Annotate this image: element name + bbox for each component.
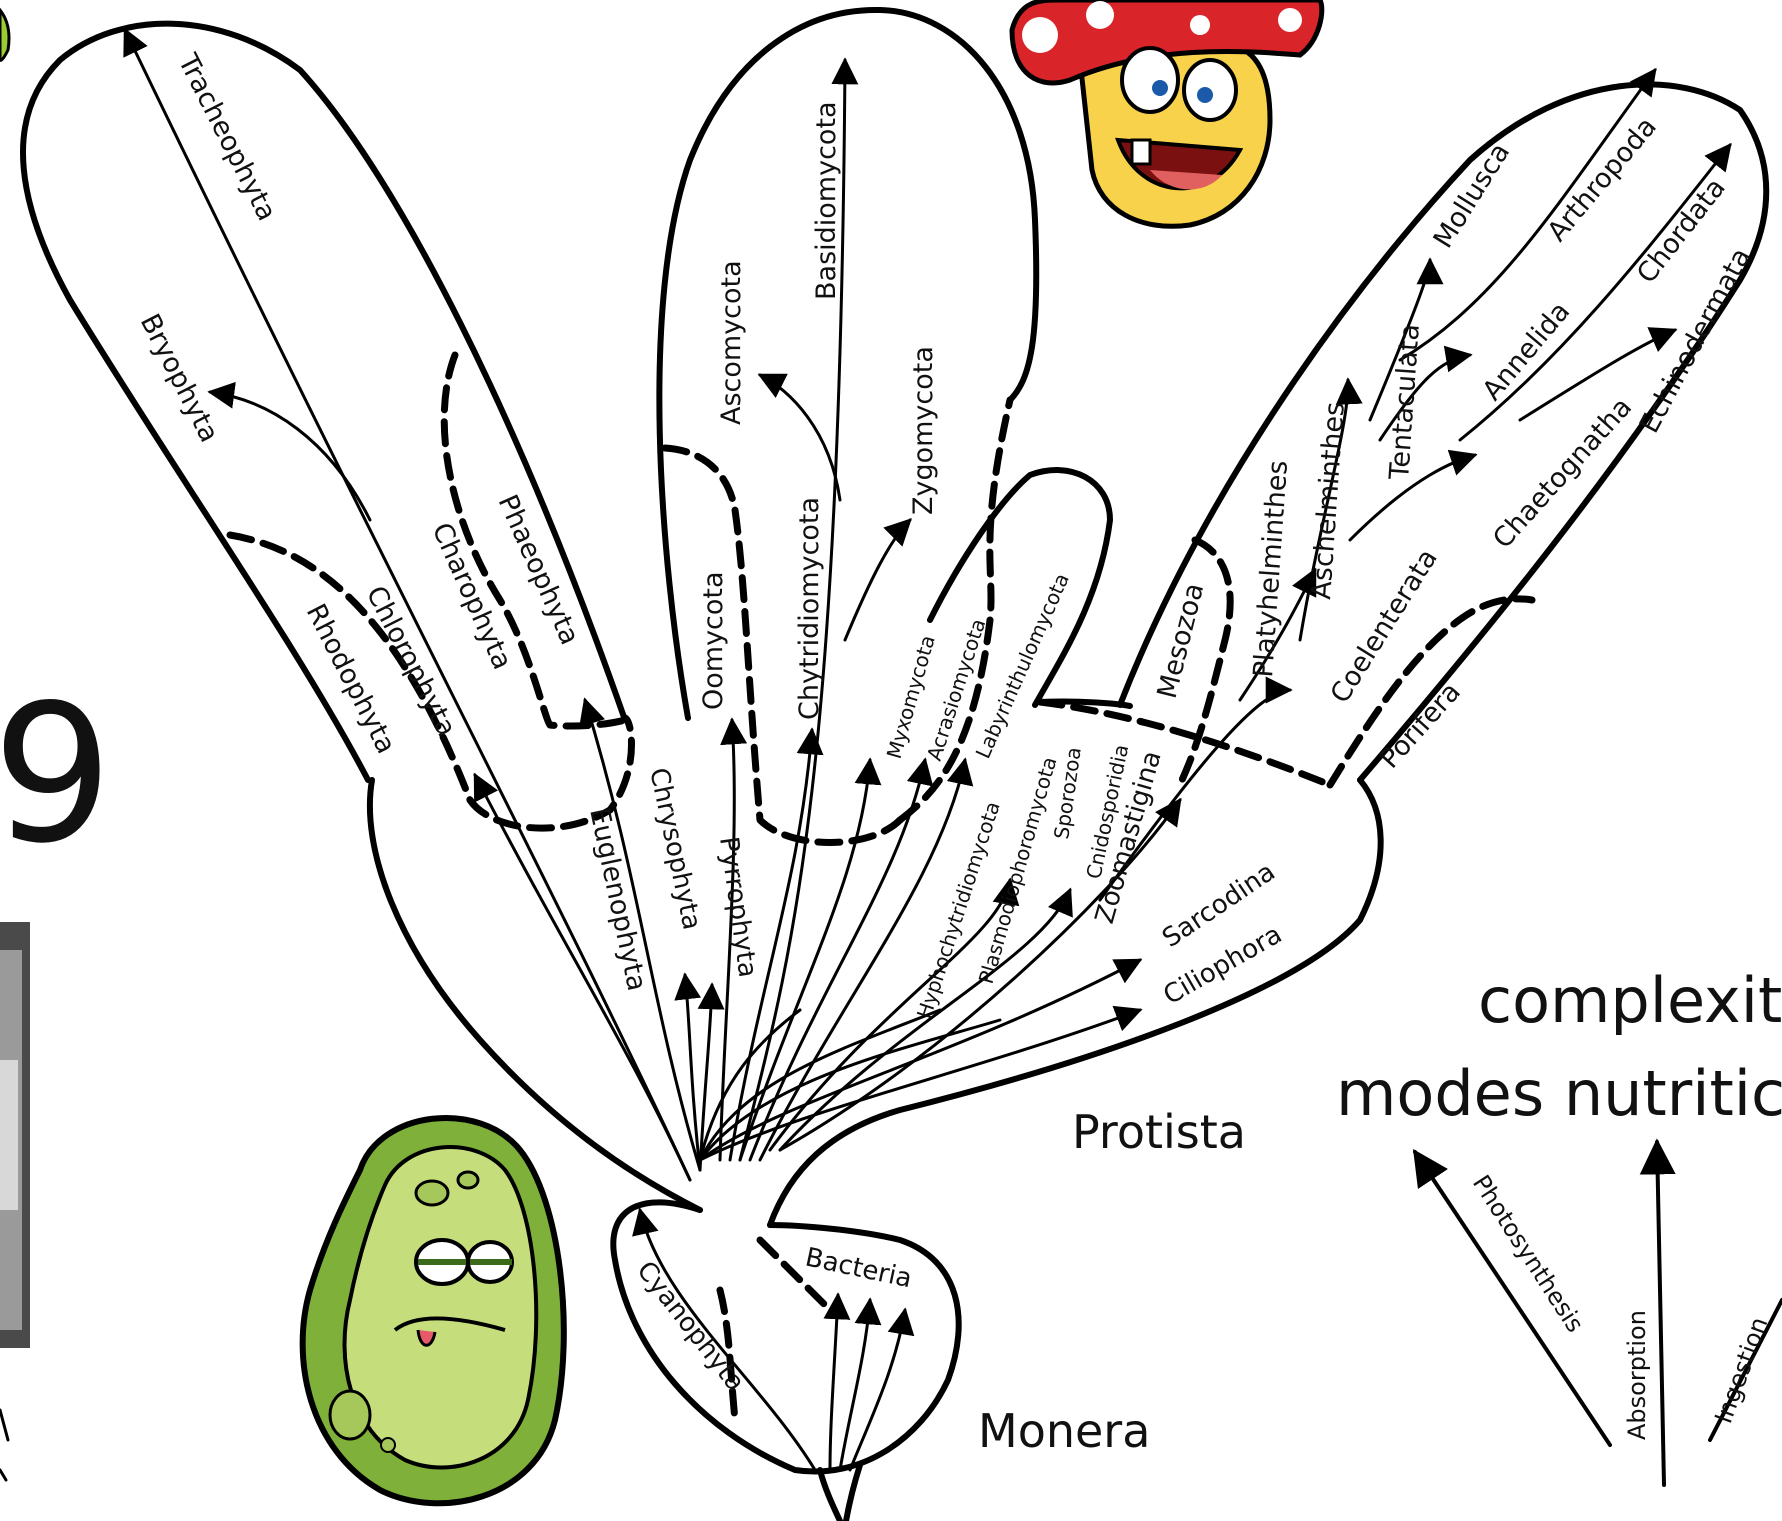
nutrition-arrows bbox=[1415, 1142, 1782, 1485]
heading-modes-nutrition: modes nutritic bbox=[1336, 1057, 1782, 1130]
label-chrysophyta: Chrysophyta bbox=[643, 765, 707, 932]
absorption-arrow bbox=[1657, 1142, 1664, 1485]
leaf-corner-icon bbox=[0, 10, 9, 60]
label-zygomycota: Zygomycota bbox=[908, 346, 939, 515]
label-tracheophyta: Tracheophyta bbox=[171, 48, 282, 226]
label-ascomycota: Ascomycota bbox=[716, 260, 747, 425]
kingdom-outlines bbox=[23, 10, 1766, 1521]
label-absorption: Absorption bbox=[1623, 1310, 1651, 1440]
label-aschelminthes: Aschelminthes bbox=[1306, 401, 1351, 601]
label-bacteria: Bacteria bbox=[803, 1243, 915, 1295]
label-coelenterata: Coelenterata bbox=[1325, 544, 1444, 709]
fungi-labels: Basidiomycota Ascomycota Zygomycota Chyt… bbox=[698, 101, 939, 720]
label-annelida: Annelida bbox=[1477, 296, 1577, 406]
label-ingestion: Ingestion bbox=[1709, 1313, 1773, 1427]
photosynthesis-arrow bbox=[1415, 1152, 1610, 1445]
label-oomycota: Oomycota bbox=[698, 571, 729, 710]
heading-complexity: complexit bbox=[1478, 964, 1782, 1037]
portrait-photo-icon bbox=[0, 922, 30, 1348]
label-hyphochytridiomycota: Hyphochytridiomycota bbox=[912, 798, 1005, 1021]
label-mesozoa: Mesozoa bbox=[1152, 580, 1211, 702]
label-arthropoda: Arthropoda bbox=[1542, 111, 1663, 247]
plantae-outline bbox=[23, 24, 625, 780]
mushroom-cartoon-icon bbox=[1012, 0, 1322, 226]
label-protista: Protista bbox=[1072, 1105, 1246, 1159]
edge-marks bbox=[0, 1410, 8, 1480]
label-platyhelminthes: Platyhelminthes bbox=[1248, 459, 1294, 678]
animal-labels: Mollusca Arthropoda Chordata Echinoderma… bbox=[1152, 111, 1757, 774]
monera-labels: Bacteria Cyanophyta bbox=[630, 1243, 914, 1398]
label-basidiomycota: Basidiomycota bbox=[811, 101, 842, 300]
monera-outline bbox=[613, 1202, 958, 1471]
label-chytridiomycota: Chytridiomycota bbox=[794, 497, 825, 720]
label-euglenophyta: Euglenophyta bbox=[583, 805, 652, 994]
label-pyrrophyta: Pyrrophyta bbox=[713, 835, 762, 980]
big-numeral: 9 bbox=[0, 664, 113, 885]
bacterium-cartoon-icon bbox=[303, 1118, 564, 1503]
label-monera: Monera bbox=[978, 1404, 1150, 1458]
label-photosynthesis: Photosynthesis bbox=[1467, 1170, 1589, 1337]
label-tentaculata: Tentaculata bbox=[1384, 323, 1426, 482]
label-cyanophyta: Cyanophyta bbox=[630, 1256, 750, 1398]
